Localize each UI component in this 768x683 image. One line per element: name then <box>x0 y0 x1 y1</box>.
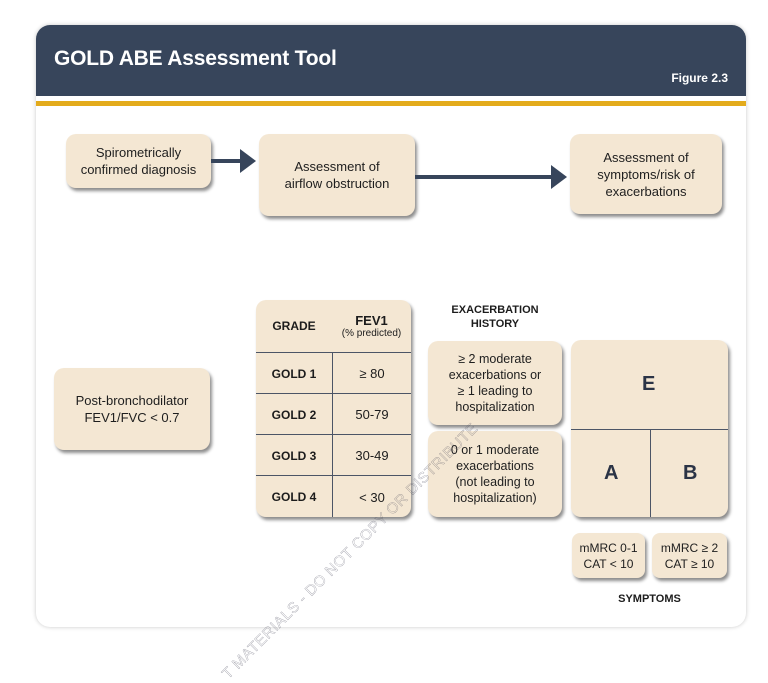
header-band: GOLD ABE Assessment Tool Figure 2.3 <box>36 25 746 96</box>
grade-cell: GOLD 2 <box>271 407 317 422</box>
gold-divider <box>36 101 746 106</box>
symptoms-low-box: mMRC 0-1 CAT < 10 <box>572 533 645 578</box>
flow-step-diagnosis: Spirometrically confirmed diagnosis <box>66 134 211 188</box>
heading-line: EXACERBATION <box>451 304 539 316</box>
exacerbation-line: (not leading to <box>455 475 535 489</box>
arrow-line <box>415 175 555 179</box>
arrow-line <box>211 159 243 163</box>
table-row: GOLD 4 < 30 <box>256 475 411 517</box>
flow-step-line: airflow obstruction <box>284 176 390 191</box>
exacerbation-line: ≥ 2 moderate <box>458 352 532 366</box>
table-row: GOLD 1 ≥ 80 <box>256 352 411 394</box>
grade-cell: GOLD 4 <box>271 490 317 504</box>
symptoms-axis-label: SYMPTOMS <box>618 593 681 605</box>
figure-card: GOLD ABE Assessment Tool Figure 2.3 <box>36 25 746 627</box>
grade-cell: GOLD 1 <box>271 366 317 381</box>
symptom-line: mMRC 0-1 <box>579 540 638 555</box>
abe-group-grid: E A B <box>571 340 728 517</box>
diagnosis-criteria-box: Post-bronchodilator FEV1/FVC < 0.7 <box>54 368 210 450</box>
group-e-label: E <box>642 373 656 395</box>
column-header-grade: GRADE <box>272 319 316 333</box>
exacerbation-high-box: ≥ 2 moderate exacerbations or ≥ 1 leadin… <box>428 341 562 425</box>
table-row: GOLD 3 30-49 <box>256 434 411 476</box>
flow-step-line: symptoms/risk of <box>597 166 695 182</box>
column-header-fev1: FEV1 (% predicted) <box>332 300 411 352</box>
fev1-title: FEV1 <box>355 312 388 328</box>
page-title: GOLD ABE Assessment Tool <box>54 47 337 70</box>
table-header-row: GRADE FEV1 (% predicted) <box>256 300 411 352</box>
exacerbation-low-box: 0 or 1 moderate exacerbations (not leadi… <box>428 431 562 517</box>
table-row: GOLD 2 50-79 <box>256 393 411 435</box>
flow-step-airflow: Assessment of airflow obstruction <box>259 134 415 216</box>
arrow-right-icon <box>240 149 256 173</box>
exacerbation-line: 0 or 1 moderate <box>450 443 540 457</box>
fev1-cell: 30-49 <box>332 435 411 476</box>
flow-step-line: Spirometrically <box>95 145 182 160</box>
exacerbation-line: exacerbations or <box>448 368 542 382</box>
gold-grade-table: GRADE FEV1 (% predicted) GOLD 1 ≥ 80 GOL… <box>256 300 411 517</box>
figure-label: Figure 2.3 <box>671 71 728 85</box>
exacerbation-line: hospitalization <box>455 400 535 414</box>
flow-step-line: Assessment of <box>294 159 380 174</box>
symptoms-high-box: mMRC ≥ 2 CAT ≥ 10 <box>652 533 727 578</box>
exacerbation-line: ≥ 1 leading to <box>457 384 533 398</box>
grid-divider-horizontal <box>571 429 728 430</box>
fev1-cell: ≥ 80 <box>332 353 411 394</box>
grid-divider-vertical <box>650 430 651 517</box>
heading-line: HISTORY <box>470 318 520 330</box>
symptom-line: mMRC ≥ 2 <box>660 540 719 555</box>
group-a-label: A <box>604 462 619 484</box>
flow-step-line: confirmed diagnosis <box>80 162 197 177</box>
diagnosis-line: FEV1/FVC < 0.7 <box>84 410 180 425</box>
fev1-cell: 50-79 <box>332 394 411 435</box>
group-b-label: B <box>683 462 698 484</box>
grade-cell: GOLD 3 <box>271 448 317 463</box>
flow-step-line: exacerbations <box>605 183 687 199</box>
exacerbation-line: hospitalization) <box>453 491 537 505</box>
symptom-line: CAT ≥ 10 <box>664 556 715 571</box>
symptom-line: CAT < 10 <box>583 556 634 571</box>
arrow-right-icon <box>551 165 567 189</box>
exacerbation-history-heading: EXACERBATION HISTORY <box>428 303 562 331</box>
flow-step-line: Assessment of <box>603 149 689 165</box>
exacerbation-line: exacerbations <box>456 459 534 473</box>
flow-step-symptoms-risk: Assessment of symptoms/risk of exacerbat… <box>570 134 722 214</box>
fev1-subtitle: (% predicted) <box>341 327 402 339</box>
diagnosis-line: Post-bronchodilator <box>75 393 189 408</box>
fev1-cell: < 30 <box>332 476 411 517</box>
